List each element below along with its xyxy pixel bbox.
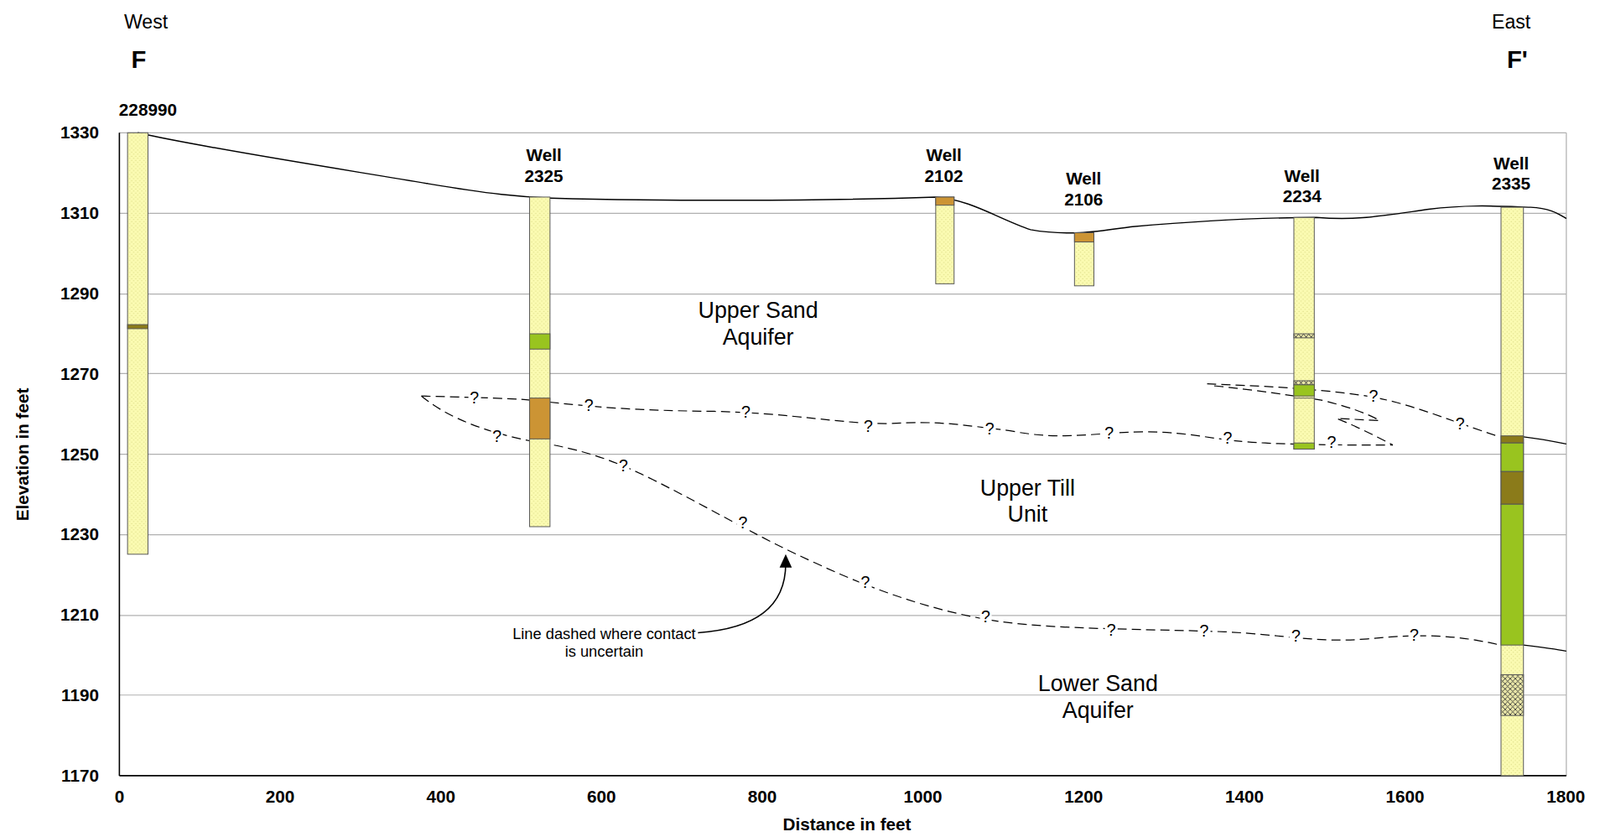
unit-label: Lower Sand Aquifer	[1016, 671, 1180, 725]
uncertain-mark: ?	[1105, 622, 1118, 639]
y-tick-label: 1310	[60, 202, 99, 224]
x-tick-label: 400	[425, 786, 456, 807]
uncertain-mark: ?	[1289, 628, 1303, 646]
y-tick-label: 1210	[60, 604, 99, 625]
uncertain-mark: ?	[490, 428, 504, 446]
uncertain-mark: ?	[1366, 389, 1380, 406]
direction-label: West	[124, 10, 168, 34]
well-label: Well 2335	[1479, 152, 1543, 194]
axes	[119, 132, 1566, 776]
x-tick-label: 1200	[1064, 786, 1103, 807]
note-text: Line dashed where contact is uncertain	[507, 624, 702, 661]
arrowhead	[779, 554, 793, 568]
unit-label: Upper Sand Aquifer	[676, 297, 841, 351]
uncertain-mark: ?	[1102, 425, 1116, 442]
well-label: Well 2106	[1052, 168, 1116, 210]
uncertain-mark: ?	[858, 574, 872, 592]
uncertain-mark: ?	[983, 421, 997, 439]
y-tick-label: 1270	[60, 363, 99, 384]
section-letter: F	[131, 44, 147, 73]
uncertain-mark: ?	[862, 418, 875, 436]
x-tick-label: 1800	[1546, 786, 1585, 807]
uncertain-mark: ?	[739, 404, 753, 421]
uncertain-mark: ?	[1197, 623, 1211, 640]
uncertain-mark: ?	[582, 398, 596, 416]
axis-title: Distance in feet	[783, 814, 912, 835]
uncertain-mark: ?	[1325, 434, 1339, 452]
grid-lines	[119, 132, 1566, 776]
contact-lines	[421, 384, 1501, 646]
y-tick-label: 1290	[60, 283, 99, 304]
ground-surface	[137, 132, 1567, 234]
uncertain-mark: ?	[736, 514, 749, 532]
x-tick-label: 1600	[1386, 786, 1425, 807]
uncertain-mark: ?	[1454, 415, 1467, 433]
section-letter: F'	[1506, 44, 1528, 73]
x-tick-label: 1000	[903, 786, 943, 807]
x-tick-label: 0	[114, 786, 125, 807]
axis-title: Elevation in feet	[12, 387, 33, 521]
uncertain-mark: ?	[467, 389, 481, 407]
uncertain-mark: ?	[1220, 430, 1234, 447]
x-tick-label: 800	[748, 786, 778, 807]
y-tick-label: 1190	[61, 685, 99, 706]
well-label: Well 2325	[512, 145, 576, 187]
leader-line	[697, 563, 786, 634]
uncertain-mark: ?	[1407, 627, 1421, 645]
unit-label: Upper Till Unit	[963, 475, 1091, 529]
y-tick-label: 1170	[61, 765, 99, 786]
x-tick-label: 600	[587, 786, 617, 807]
direction-label: East	[1491, 10, 1531, 34]
solid-contacts	[1523, 436, 1567, 652]
uncertain-mark: ?	[979, 608, 993, 626]
well-label: Well 2102	[912, 145, 976, 187]
x-tick-label: 200	[265, 786, 296, 807]
well-label: 228990	[119, 99, 177, 120]
y-tick-label: 1250	[60, 443, 99, 464]
x-tick-label: 1400	[1225, 786, 1264, 807]
well-label: Well 2234	[1270, 165, 1334, 207]
well-logs	[127, 132, 1524, 776]
uncertain-mark: ?	[617, 457, 630, 475]
y-tick-label: 1330	[60, 122, 99, 143]
y-tick-label: 1230	[60, 524, 99, 545]
